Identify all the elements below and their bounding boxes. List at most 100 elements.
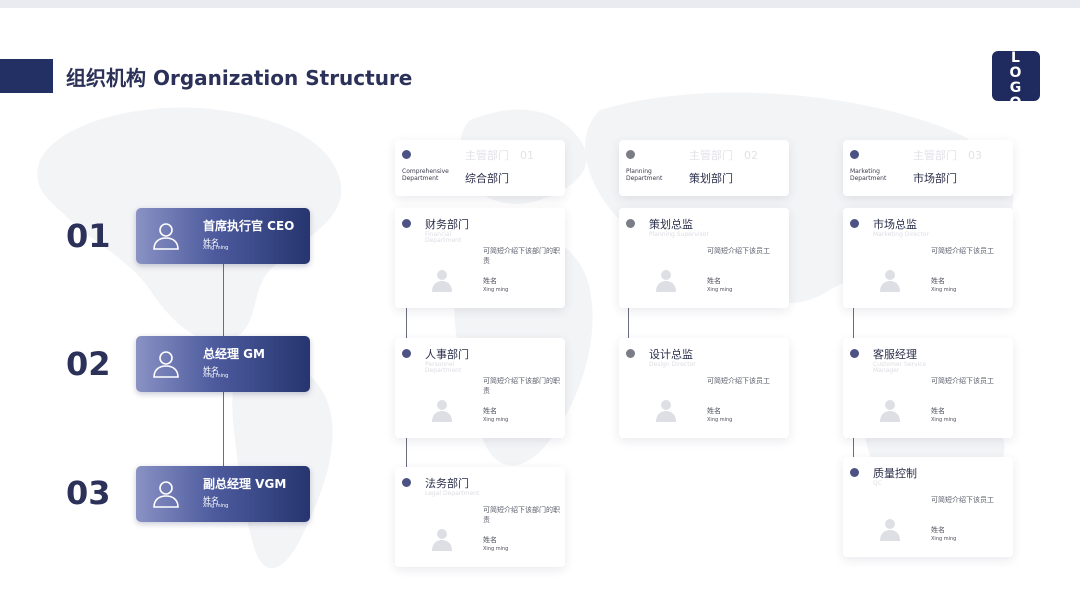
exec-name-en: Xing ming bbox=[203, 245, 229, 251]
dept-head-card-planning[interactable]: 主管部门 02 Planning Department 策划部门 bbox=[619, 140, 789, 196]
dept-card-legal[interactable]: 法务部门 Legal Department 可简短介绍下该部门的职责 姓名 Xi… bbox=[395, 467, 565, 567]
dept-desc: 可简短介绍下该部门的职责 bbox=[483, 506, 560, 524]
dept-en: Planning Department bbox=[626, 168, 663, 182]
person-name-en: Xing ming bbox=[707, 417, 733, 423]
dept-en: Legal Department bbox=[425, 490, 480, 497]
bullet-dot bbox=[402, 219, 411, 228]
person-name-en: Xing ming bbox=[931, 287, 957, 293]
person-name: 姓名 bbox=[483, 536, 497, 544]
dept-desc: 可简短介绍下该员工 bbox=[931, 247, 994, 255]
logo-badge: L O G O bbox=[992, 51, 1040, 101]
dept-tag: 主管部门 03 bbox=[913, 149, 982, 162]
exec-card-ceo[interactable]: 首席执行官 CEO 姓名 Xing ming bbox=[136, 208, 310, 264]
dept-name: 设计总监 bbox=[649, 348, 693, 361]
logo-letter: O bbox=[992, 96, 1040, 102]
title-accent-bar bbox=[0, 59, 53, 93]
person-name-en: Xing ming bbox=[931, 417, 957, 423]
exec-name-en: Xing ming bbox=[203, 373, 229, 379]
logo-letter: G bbox=[1009, 80, 1023, 96]
person-name: 姓名 bbox=[707, 277, 721, 285]
level-number-03: 03 bbox=[66, 474, 111, 512]
dept-en: Comprehensive Department bbox=[402, 168, 449, 182]
exec-name: 姓名 bbox=[203, 366, 219, 375]
dept-head-card-comprehensive[interactable]: 主管部门 01 Comprehensive Department 综合部门 bbox=[395, 140, 565, 196]
dept-cn: 市场部门 bbox=[913, 172, 957, 185]
dept-card-quality-control[interactable]: 质量控制 QC 可简短介绍下该员工 姓名 Xing ming bbox=[843, 457, 1013, 557]
exec-name-en: Xing ming bbox=[203, 503, 229, 509]
dept-card-marketing-director[interactable]: 市场总监 Marketing Director 可简短介绍下该员工 姓名 Xin… bbox=[843, 208, 1013, 308]
dept-name: 人事部门 bbox=[425, 348, 469, 361]
avatar-icon bbox=[432, 400, 452, 422]
person-name-en: Xing ming bbox=[483, 417, 509, 423]
dept-desc: 可简短介绍下该员工 bbox=[931, 496, 994, 504]
avatar-icon bbox=[656, 400, 676, 422]
dept-tag: 主管部门 02 bbox=[689, 149, 758, 162]
person-name: 姓名 bbox=[931, 526, 945, 534]
connector-gm-vgm bbox=[223, 392, 224, 466]
exec-role: 副总经理 VGM bbox=[203, 477, 287, 491]
dept-cn: 综合部门 bbox=[465, 172, 509, 185]
dept-name: 法务部门 bbox=[425, 477, 469, 490]
exec-name: 姓名 bbox=[203, 238, 219, 247]
dept-en: Personnel Department bbox=[425, 361, 462, 374]
exec-card-vgm[interactable]: 副总经理 VGM 姓名 Xing ming bbox=[136, 466, 310, 522]
person-name-en: Xing ming bbox=[707, 287, 733, 293]
exec-name: 姓名 bbox=[203, 496, 219, 505]
bullet-dot bbox=[402, 478, 411, 487]
person-name-en: Xing ming bbox=[931, 536, 957, 542]
dept-en: Planning Supervisor bbox=[649, 231, 709, 238]
dept-desc: 可简短介绍下该员工 bbox=[707, 377, 770, 385]
avatar-icon bbox=[656, 270, 676, 292]
dept-en: Design Director bbox=[649, 361, 696, 368]
bullet-dot bbox=[626, 349, 635, 358]
person-icon bbox=[153, 351, 179, 378]
top-bar bbox=[0, 0, 1080, 8]
dept-name: 客服经理 bbox=[873, 348, 917, 361]
avatar-icon bbox=[432, 270, 452, 292]
dept-head-card-marketing[interactable]: 主管部门 03 Marketing Department 市场部门 bbox=[843, 140, 1013, 196]
bullet-dot bbox=[402, 349, 411, 358]
dept-name: 市场总监 bbox=[873, 218, 917, 231]
avatar-icon bbox=[880, 519, 900, 541]
dept-desc: 可简短介绍下该员工 bbox=[931, 377, 994, 385]
dept-en: Marketing Department bbox=[850, 168, 887, 182]
dept-name: 质量控制 bbox=[873, 467, 917, 480]
person-name: 姓名 bbox=[931, 277, 945, 285]
avatar-icon bbox=[880, 270, 900, 292]
bullet-dot bbox=[626, 150, 635, 159]
person-name: 姓名 bbox=[931, 407, 945, 415]
dept-card-personnel[interactable]: 人事部门 Personnel Department 可简短介绍下该部门的职责 姓… bbox=[395, 338, 565, 438]
dept-card-design-director[interactable]: 设计总监 Design Director 可简短介绍下该员工 姓名 Xing m… bbox=[619, 338, 789, 438]
logo-letter: O bbox=[1009, 65, 1023, 81]
bullet-dot bbox=[402, 150, 411, 159]
bullet-dot bbox=[850, 468, 859, 477]
logo-letter: L bbox=[1011, 51, 1021, 66]
dept-card-customer-service[interactable]: 客服经理 Customer Service Manager 可简短介绍下该员工 … bbox=[843, 338, 1013, 438]
dept-desc: 可简短介绍下该部门的职责 bbox=[483, 377, 560, 395]
avatar-icon bbox=[432, 529, 452, 551]
bullet-dot bbox=[626, 219, 635, 228]
exec-card-gm[interactable]: 总经理 GM 姓名 Xing ming bbox=[136, 336, 310, 392]
level-number-02: 02 bbox=[66, 345, 111, 383]
avatar-icon bbox=[880, 400, 900, 422]
bullet-dot bbox=[850, 219, 859, 228]
bullet-dot bbox=[850, 349, 859, 358]
exec-role: 总经理 GM bbox=[203, 347, 265, 361]
exec-role: 首席执行官 CEO bbox=[203, 219, 295, 233]
page-title: 组织机构 Organization Structure bbox=[66, 66, 413, 90]
dept-en: Financial Department bbox=[425, 231, 462, 244]
dept-card-finance[interactable]: 财务部门 Financial Department 可简短介绍下该部门的职责 姓… bbox=[395, 208, 565, 308]
dept-desc: 可简短介绍下该部门的职责 bbox=[483, 247, 560, 265]
dept-name: 财务部门 bbox=[425, 218, 469, 231]
person-name: 姓名 bbox=[483, 407, 497, 415]
dept-en: Customer Service Manager bbox=[873, 361, 927, 374]
person-name: 姓名 bbox=[707, 407, 721, 415]
person-name-en: Xing ming bbox=[483, 287, 509, 293]
dept-cn: 策划部门 bbox=[689, 172, 733, 185]
connector-ceo-gm bbox=[223, 264, 224, 336]
dept-card-planning-supervisor[interactable]: 策划总监 Planning Supervisor 可简短介绍下该员工 姓名 Xi… bbox=[619, 208, 789, 308]
level-number-01: 01 bbox=[66, 217, 111, 255]
person-name: 姓名 bbox=[483, 277, 497, 285]
bullet-dot bbox=[850, 150, 859, 159]
person-name-en: Xing ming bbox=[483, 546, 509, 552]
